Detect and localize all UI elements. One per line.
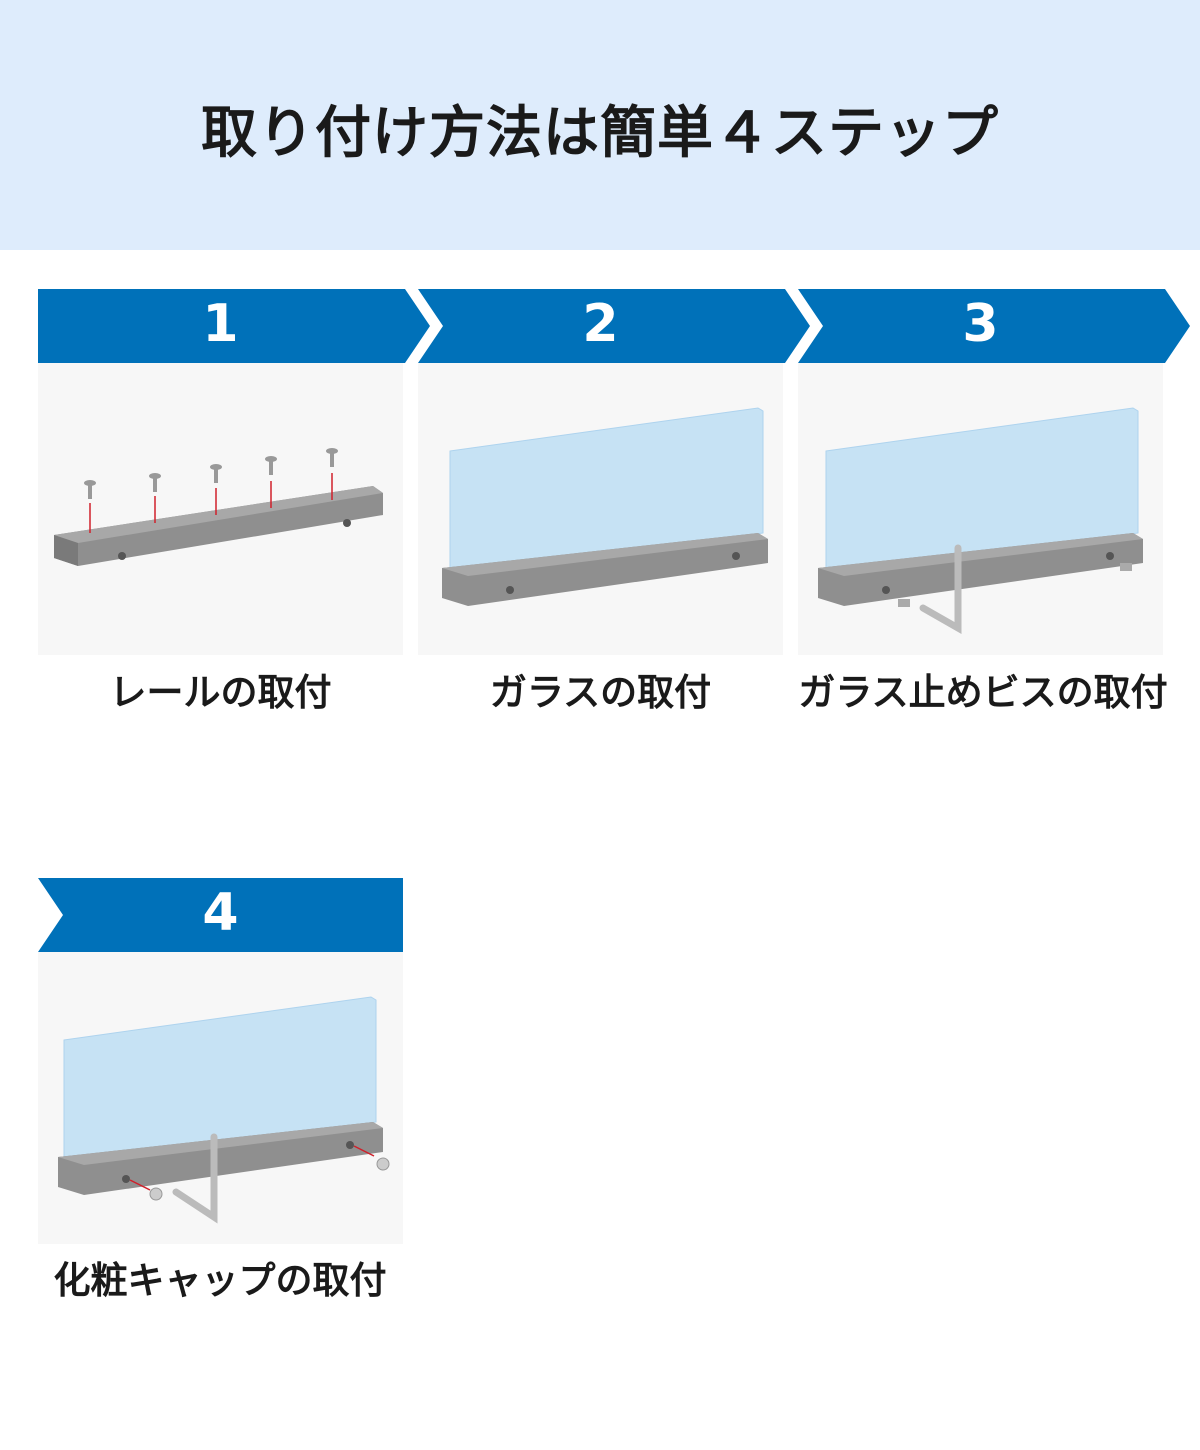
step-2-header xyxy=(418,289,810,363)
glass-rail-drawing xyxy=(442,407,768,606)
step-1-label: レールの取付 xyxy=(109,671,332,714)
rail-screws-drawing xyxy=(54,448,383,566)
step-3-header xyxy=(798,289,1190,363)
page-title: 取り付け方法は簡単４ステップ xyxy=(201,101,999,166)
step-4-header xyxy=(38,878,403,952)
step-3-number: 3 xyxy=(962,294,999,354)
title-banner xyxy=(0,0,1200,250)
step-1-header xyxy=(38,289,430,363)
step-4-illustration xyxy=(38,952,403,1244)
step-3-label: ガラス止めビスの取付 xyxy=(798,671,1168,714)
step-3-illustration xyxy=(798,363,1163,655)
step-1-number: 1 xyxy=(202,294,239,354)
step-4-number: 4 xyxy=(202,883,239,943)
step-2-number: 2 xyxy=(582,294,619,354)
step-1-illustration xyxy=(38,363,403,655)
step-2-illustration xyxy=(418,363,783,655)
step-4-label: 化粧キャップの取付 xyxy=(53,1259,387,1302)
glass-screw-drawing xyxy=(818,407,1143,635)
cap-drawing xyxy=(58,996,390,1224)
step-2-label: ガラスの取付 xyxy=(489,671,712,714)
